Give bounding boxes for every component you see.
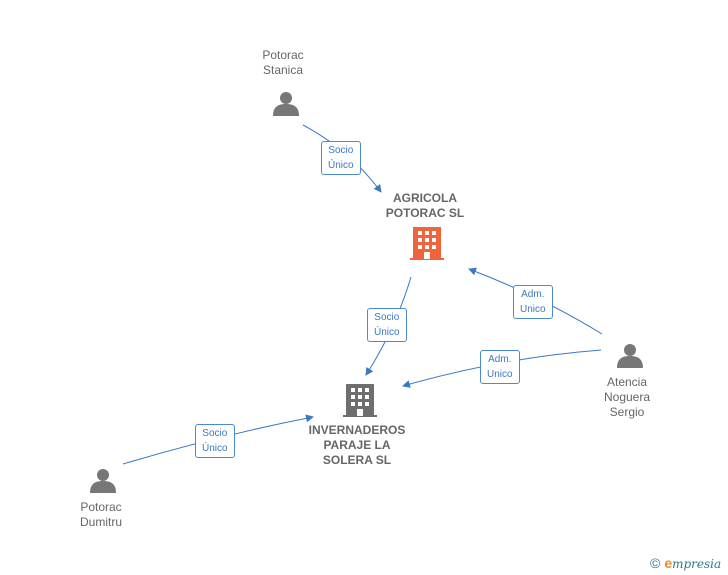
- building-icon[interactable]: [410, 227, 444, 260]
- node-label-agricola[interactable]: AGRICOLA POTORAC SL: [385, 191, 465, 220]
- copyright-symbol: ©: [650, 555, 661, 571]
- person-icon[interactable]: [617, 344, 643, 368]
- footer: © empresia: [650, 555, 721, 571]
- node-label-stanica[interactable]: Potorac Stanica: [262, 48, 304, 77]
- brand-logo[interactable]: empresia: [664, 555, 721, 571]
- node-label-dumitru[interactable]: Potorac Dumitru: [79, 500, 122, 529]
- brand-name: mpresia: [672, 557, 722, 571]
- edge-label-atencia-agricola: Adm. Unico: [513, 285, 553, 319]
- edge-label-stanica-agricola: Socio Único: [321, 141, 361, 175]
- edge-label-atencia-invernaderos: Adm. Unico: [480, 350, 520, 384]
- node-label-atencia[interactable]: Atencia Noguera Sergio: [603, 375, 651, 419]
- edge-label-dumitru-invernaderos: Socio Único: [195, 424, 235, 458]
- person-icon[interactable]: [90, 469, 116, 493]
- node-label-invernaderos[interactable]: INVERNADEROS PARAJE LA SOLERA SL: [308, 423, 406, 467]
- person-icon[interactable]: [273, 92, 299, 116]
- building-icon[interactable]: [343, 384, 377, 417]
- edge-label-agricola-invernaderos: Socio Único: [367, 308, 407, 342]
- brand-initial: e: [664, 555, 673, 571]
